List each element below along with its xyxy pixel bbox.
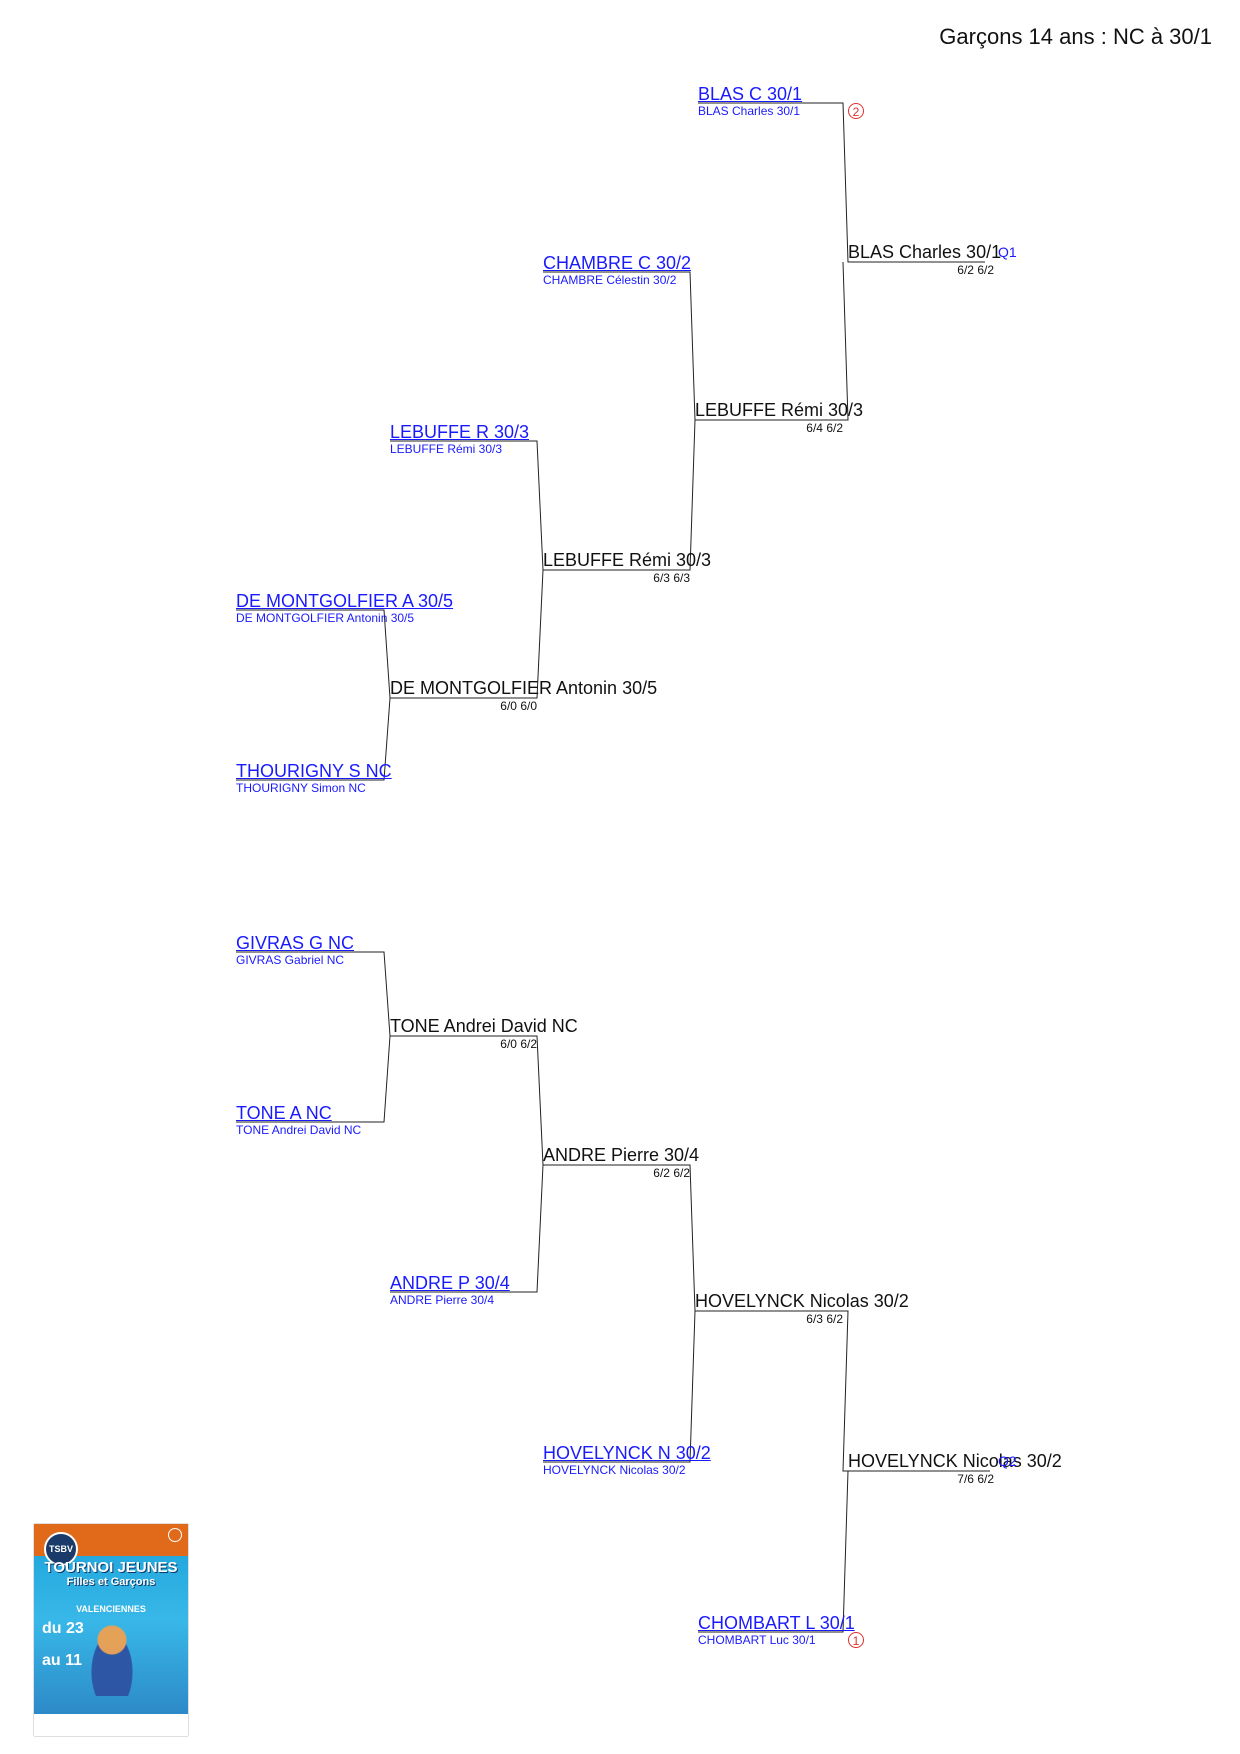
line-chombart (698, 1470, 849, 1633)
result-r2-bot: ANDRE Pierre 30/4 (543, 1145, 699, 1165)
player-full-demontgolfier: DE MONTGOLFIER Antonin 30/5 (236, 611, 415, 625)
player-link-blas[interactable]: BLAS C 30/1 (698, 84, 803, 104)
player-link-thourigny[interactable]: THOURIGNY S NC (236, 761, 392, 781)
entry-chambre: CHAMBRE C 30/2 CHAMBRE Célestin 30/2 (543, 253, 691, 287)
player-full-thourigny: THOURIGNY Simon NC (236, 781, 366, 795)
player-full-andre: ANDRE Pierre 30/4 (390, 1293, 495, 1307)
winner-name: LEBUFFE Rémi 30/3 (695, 400, 864, 420)
player-link-hovelynck[interactable]: HOVELYNCK N 30/2 (543, 1443, 711, 1463)
entry-hovelynck: HOVELYNCK N 30/2 HOVELYNCK Nicolas 30/2 (543, 1443, 711, 1477)
poster-badge-icon (168, 1528, 182, 1542)
poster-date-from: du 23 (42, 1620, 84, 1637)
player-link-andre[interactable]: ANDRE P 30/4 (390, 1273, 510, 1293)
line-lebuffe-r3 (695, 261, 849, 421)
player-full-givras: GIVRAS Gabriel NC (236, 953, 345, 967)
result-r3-bot: HOVELYNCK Nicolas 30/2 (695, 1291, 909, 1311)
entry-givras: GIVRAS G NC GIVRAS Gabriel NC (236, 933, 354, 967)
poster-date-to: au 11 (42, 1652, 83, 1669)
score-r2-bot: 6/2 6/2 (653, 1166, 690, 1180)
line-andre-r2 (543, 1164, 848, 1312)
tournament-poster[interactable]: TSBV TOURNOI JEUNES Filles et Garçons VA… (34, 1524, 188, 1736)
score-r1-top: 6/0 6/0 (500, 699, 537, 713)
winner-name: LEBUFFE Rémi 30/3 (543, 550, 712, 570)
line-thourigny (236, 697, 391, 781)
entry-andre: ANDRE P 30/4 ANDRE Pierre 30/4 (390, 1273, 510, 1307)
seed-badge-chombart: 1 (848, 1632, 864, 1648)
poster-dates: du 23 au 11 (42, 1620, 84, 1670)
player-link-lebuffe[interactable]: LEBUFFE R 30/3 (390, 422, 530, 442)
poster-player-illustration (82, 1616, 142, 1696)
entry-thourigny: THOURIGNY S NC THOURIGNY Simon NC (236, 761, 392, 795)
poster-logo: TSBV (44, 1532, 78, 1566)
result-final-bot: HOVELYNCK Nicolas 30/2 (848, 1451, 1062, 1471)
poster-subtitle: Filles et Garçons (66, 1576, 156, 1588)
score-r1-bot: 6/0 6/2 (500, 1037, 537, 1051)
player-full-hovelynck: HOVELYNCK Nicolas 30/2 (543, 1463, 686, 1477)
player-link-tone[interactable]: TONE A NC (236, 1103, 332, 1123)
player-link-chombart[interactable]: CHOMBART L 30/1 (698, 1613, 855, 1633)
score-r3-bot: 6/3 6/2 (806, 1312, 843, 1326)
entry-blas: BLAS C 30/1 BLAS Charles 30/1 (698, 84, 802, 118)
score-r2-top: 6/3 6/3 (653, 571, 690, 585)
player-full-tone: TONE Andrei David NC (236, 1123, 362, 1137)
line-hovelynck-r3 (695, 1310, 990, 1472)
winner-name: BLAS Charles 30/1 (848, 242, 1002, 262)
player-full-chambre: CHAMBRE Célestin 30/2 (543, 273, 677, 287)
entry-demontgolfier: DE MONTGOLFIER A 30/5 DE MONTGOLFIER Ant… (236, 591, 453, 625)
result-r3-top: LEBUFFE Rémi 30/3 (695, 400, 863, 420)
player-link-chambre[interactable]: CHAMBRE C 30/2 (543, 253, 692, 273)
poster-city: VALENCIENNES (76, 1604, 146, 1614)
winner-name: ANDRE Pierre 30/4 (543, 1145, 700, 1165)
player-full-chombart: CHOMBART Luc 30/1 (698, 1633, 816, 1647)
winner-name: DE MONTGOLFIER Antonin 30/5 (390, 678, 658, 698)
line-hovelynck (543, 1310, 696, 1463)
result-final-top: BLAS Charles 30/1 (848, 242, 1001, 262)
score-r3-top: 6/4 6/2 (806, 421, 843, 435)
score-final-bot: 7/6 6/2 (957, 1472, 994, 1486)
entry-lebuffe: LEBUFFE R 30/3 LEBUFFE Rémi 30/3 (390, 422, 529, 456)
score-final-top: 6/2 6/2 (957, 263, 994, 277)
entry-chombart: CHOMBART L 30/1 CHOMBART Luc 30/1 (698, 1613, 855, 1647)
player-link-givras[interactable]: GIVRAS G NC (236, 933, 355, 953)
player-full-lebuffe: LEBUFFE Rémi 30/3 (390, 442, 503, 456)
poster-sponsor-strip (34, 1714, 188, 1736)
line-tone (236, 1035, 391, 1123)
seed-badge-blas: 2 (848, 103, 864, 119)
line-demontgolfier-r1 (390, 569, 544, 699)
winner-name: HOVELYNCK Nicolas 30/2 (695, 1291, 909, 1311)
player-link-demontgolfier[interactable]: DE MONTGOLFIER A 30/5 (236, 591, 454, 611)
line-blas (698, 102, 985, 263)
page-title: Garçons 14 ans : NC à 30/1 (939, 24, 1212, 49)
line-chambre (543, 271, 848, 421)
line-andre (390, 1164, 544, 1293)
qualifier-label-top: Q1 (998, 244, 1017, 260)
winner-name: HOVELYNCK Nicolas 30/2 (848, 1451, 1062, 1471)
poster-title: TOURNOI JEUNES (44, 1559, 178, 1576)
player-full-blas: BLAS Charles 30/1 (698, 104, 801, 118)
line-lebuffe-r2 (543, 419, 696, 571)
result-r1-top: DE MONTGOLFIER Antonin 30/5 (390, 678, 657, 698)
result-r1-bot: TONE Andrei David NC (390, 1016, 578, 1036)
result-r2-top: LEBUFFE Rémi 30/3 (543, 550, 711, 570)
qualifier-label-bot: Q2 (998, 1453, 1017, 1469)
entry-tone: TONE A NC TONE Andrei David NC (236, 1103, 361, 1137)
winner-name: TONE Andrei David NC (390, 1016, 578, 1036)
